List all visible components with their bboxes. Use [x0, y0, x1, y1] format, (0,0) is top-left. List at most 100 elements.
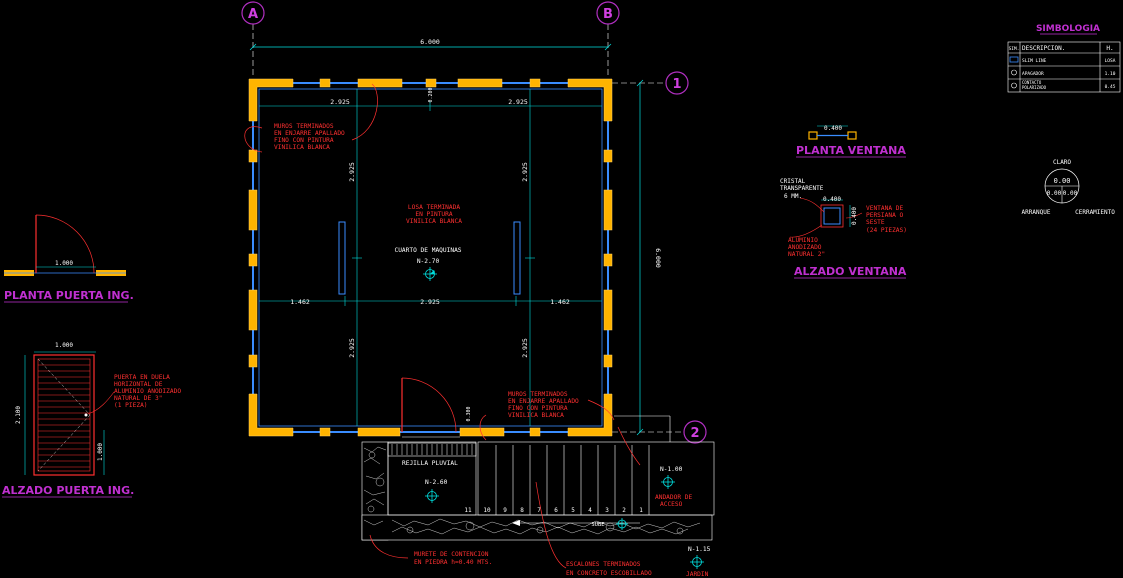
door-note-2: HORIZONTAL DE — [114, 381, 163, 388]
window-vent-note-2: PERSIANA O — [866, 212, 904, 219]
stair-area — [361, 415, 715, 541]
legend-row-2-h: 1.10 — [1105, 71, 1116, 77]
step-number: 6 — [554, 507, 558, 514]
legend-symbols — [1009, 56, 1019, 89]
step-numbers: 11 10 9 8 7 6 5 4 3 2 1 — [464, 507, 643, 514]
level-marker-stair-mid — [616, 518, 628, 530]
window-glass-note-3: 6 MM. — [784, 193, 802, 200]
landing-note-1: ANDADOR DE — [655, 494, 693, 501]
level-symbol-top: CLARO — [1053, 159, 1071, 166]
legend-row-3-h: 0.45 — [1105, 84, 1116, 90]
overall-width-dim: 6.000 — [420, 38, 440, 46]
level-symbol-label-left: ARRANQUE — [1022, 209, 1051, 216]
note-walls-bottom-4: VINILICA BLANCA — [508, 412, 564, 419]
note-walls-top-4: VINILICA BLANCA — [274, 144, 330, 151]
level-marker-garden — [690, 555, 704, 569]
note-walls-top-3: FINO CON PINTURA — [274, 137, 334, 144]
legend-row-2-desc: APAGADOR — [1022, 71, 1044, 77]
level-room: N-2.70 — [417, 258, 440, 265]
dim-vert-3: 2.925 — [348, 338, 356, 358]
window-elev-width: 0.400 — [823, 196, 841, 203]
dim-vert-1: 2.925 — [348, 162, 356, 182]
level-stair: N-2.60 — [425, 479, 448, 486]
window-plan-dim: 0.400 — [824, 125, 842, 132]
window-vent-note-3: SESTE — [866, 219, 885, 226]
legend-row-3-desc: CONTACTO — [1022, 80, 1042, 85]
step-number: 2 — [622, 507, 626, 514]
step-number: 1 — [639, 507, 643, 514]
step-number: 3 — [605, 507, 609, 514]
stair-direction: SUBE — [591, 522, 604, 528]
note-retaining-1: MURETE DE CONTENCION — [414, 551, 489, 558]
window-alum-note-1: ALUMINIO — [788, 237, 818, 244]
note-walls-bottom-1: MUROS TERMINADOS — [508, 391, 568, 398]
window-elev-height: 0.400 — [851, 207, 858, 225]
note-slab-1: LOSA TERMINADA — [408, 204, 460, 211]
step-number: 9 — [503, 507, 507, 514]
legend-row-1-h: LOSA — [1105, 58, 1116, 64]
step-number: 4 — [588, 507, 592, 514]
legend-table — [1007, 41, 1121, 93]
stair-treads — [495, 445, 650, 515]
window-vent-note-4: (24 PIEZAS) — [866, 227, 907, 234]
window-elev-title: ALZADO VENTANA — [794, 265, 907, 278]
door-elev-handle: 1.000 — [97, 443, 104, 461]
plan-door — [401, 377, 460, 438]
legend-row-1-desc: SLIM LINE — [1022, 58, 1047, 64]
level-landing: N-1.00 — [660, 466, 683, 473]
axis-1-label: 1 — [672, 77, 681, 92]
room-name: CUARTO DE MAQUINAS — [394, 247, 461, 254]
legend-head-desc: DESCRIPCION. — [1022, 45, 1065, 52]
window-glass-note-2: TRANSPARENTE — [780, 185, 824, 192]
overall-dimensions — [249, 43, 644, 436]
dim-small-bottom: 0.300 — [466, 406, 472, 421]
legend-title: SIMBOLOGIA — [1036, 24, 1100, 34]
level-marker-room — [423, 267, 437, 281]
door-plan-detail — [4, 214, 126, 276]
level-garden: N-1.15 — [688, 546, 711, 553]
door-elev-height: 2.100 — [15, 406, 22, 424]
axis-b-bubble — [596, 1, 620, 25]
grid-axes: A B 1 2 — [241, 1, 707, 444]
note-walls-top-2: EN ENJARRE APALLADO — [274, 130, 345, 137]
note-walls-bottom-3: FINO CON PINTURA — [508, 405, 568, 412]
landing-note-2: ACCESO — [660, 501, 683, 508]
dim-top-2: 2.925 — [508, 98, 528, 106]
level-symbol-label-right: CERRAMIENTO — [1075, 209, 1115, 216]
dim-vert-2: 2.925 — [521, 162, 529, 182]
note-steps-2: EN CONCRETO ESCOBILLADO — [566, 570, 652, 577]
note-slab-3: VINILICA BLANCA — [406, 218, 462, 225]
plan-leaders — [244, 83, 641, 569]
interior-dimensions — [259, 89, 602, 426]
axis-1-bubble — [665, 71, 689, 95]
garden-label: JARDIN — [686, 571, 709, 578]
building-walls — [248, 78, 613, 437]
door-note-1: PUERTA EN DUELA — [114, 374, 170, 381]
note-walls-top-1: MUROS TERMINADOS — [274, 123, 334, 130]
legend-head-sym: SIM. — [1009, 46, 1020, 52]
door-elevation-detail — [24, 351, 115, 476]
stone-hatch — [363, 446, 701, 535]
step-number: 8 — [520, 507, 524, 514]
note-retaining-2: EN PIEDRA h=0.40 MTS. — [414, 559, 492, 566]
door-note-5: (1 PIEZA) — [114, 402, 148, 409]
door-note-3: ALUMINIO ANODIZADO — [114, 388, 181, 395]
level-symbol-right: 0.00 — [1063, 190, 1078, 197]
level-marker-stair — [425, 489, 439, 503]
door-plan-dim: 1.000 — [55, 260, 73, 267]
level-marker-landing — [661, 475, 675, 489]
door-elev-title: ALZADO PUERTA ING. — [2, 484, 134, 497]
grate-label: REJILLA PLUVIAL — [402, 460, 458, 467]
door-note-4: NATURAL DE 3" — [114, 395, 162, 402]
step-number: 7 — [537, 507, 541, 514]
door-plan-title: PLANTA PUERTA ING. — [4, 289, 134, 302]
axis-2-label: 2 — [690, 426, 699, 441]
window-plan-detail — [808, 125, 857, 140]
dim-mid-1: 1.462 — [290, 298, 310, 306]
window-plan-title: PLANTA VENTANA — [796, 144, 906, 157]
dim-top-1: 2.925 — [330, 98, 350, 106]
window-glass-note-1: CRISTAL — [780, 178, 806, 185]
window-vent-note-1: VENTANA DE — [866, 205, 904, 212]
dim-mid-3: 1.462 — [550, 298, 570, 306]
